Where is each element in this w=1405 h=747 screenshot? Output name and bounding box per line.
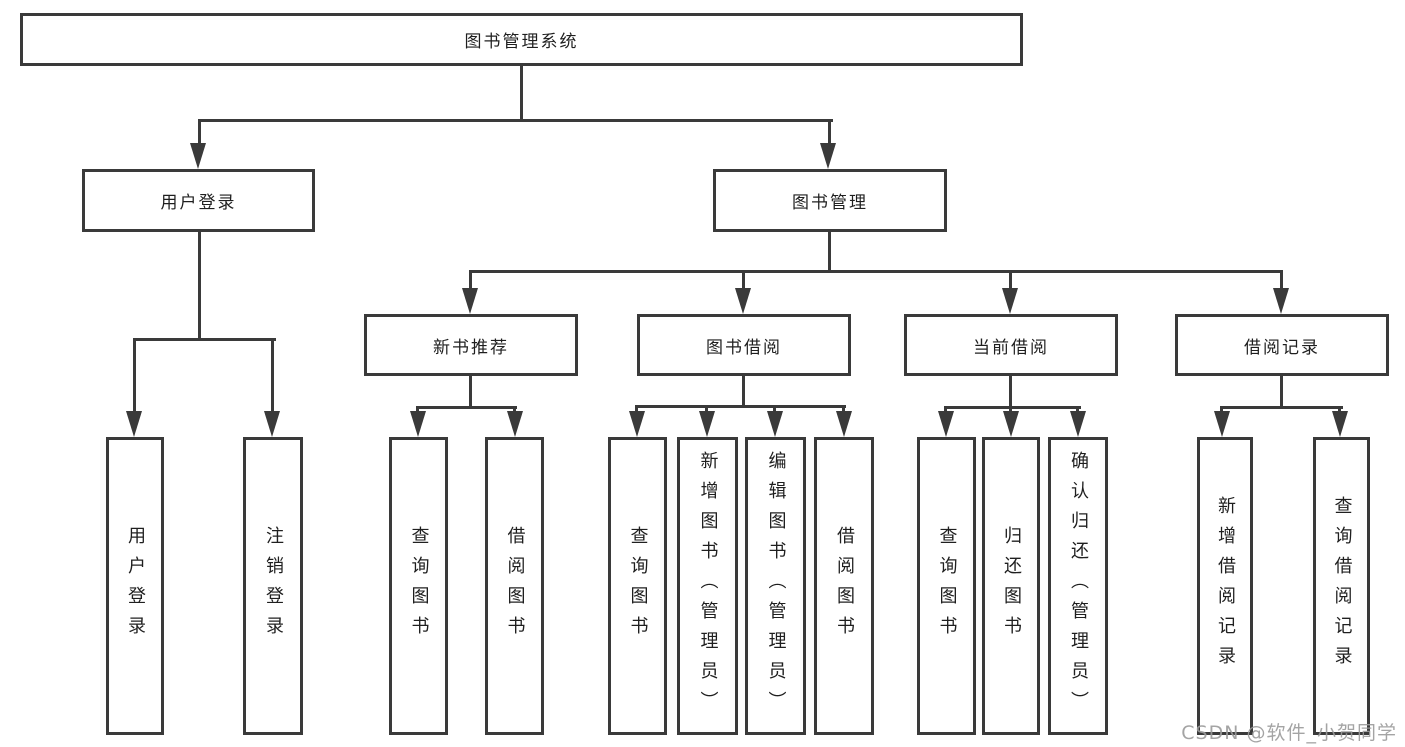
leaf-label: 确认归还（管理员）: [1068, 451, 1089, 721]
connector-current-borrow-stem: [1009, 376, 1012, 409]
connector-root-stem: [520, 66, 523, 122]
connector-drop-current-borrow: [1009, 273, 1012, 290]
arrow-down-borrow-books-2: [836, 411, 852, 437]
node-borrow-records: 借阅记录: [1175, 314, 1389, 376]
connector-borrow-records-stem: [1280, 376, 1283, 409]
connector-level3-rail: [469, 270, 1283, 273]
connector-drop-borrow-books-2: [842, 408, 845, 413]
arrow-down-current-borrow: [1002, 288, 1018, 314]
leaf-user-login: 用户登录: [106, 437, 164, 735]
connector-drop-book-management: [828, 122, 831, 144]
connector-user-login-rail: [133, 338, 276, 341]
connector-drop-leaf-login: [133, 341, 136, 413]
arrow-down-return-book: [1003, 411, 1019, 437]
arrow-down-book-borrow: [735, 288, 751, 314]
leaf-logout: 注销登录: [243, 437, 303, 735]
arrow-down-borrow-books-1: [507, 411, 523, 437]
leaf-query-borrow-record: 查询借阅记录: [1313, 437, 1370, 735]
leaf-borrow-books-2: 借阅图书: [814, 437, 874, 735]
connector-new-book-rail: [416, 406, 517, 409]
leaf-query-books-1: 查询图书: [389, 437, 448, 735]
connector-drop-borrow-records: [1280, 273, 1283, 290]
connector-drop-edit-book: [773, 408, 776, 413]
leaf-query-books-3: 查询图书: [917, 437, 976, 735]
connector-drop-leaf-logout: [271, 341, 274, 413]
leaf-label: 归还图书: [1001, 526, 1022, 646]
leaf-query-books-2: 查询图书: [608, 437, 667, 735]
leaf-add-book-admin: 新增图书（管理员）: [677, 437, 738, 735]
arrow-down-leaf-logout: [264, 411, 280, 437]
arrow-down-new-book: [462, 288, 478, 314]
leaf-label: 编辑图书（管理员）: [765, 451, 787, 721]
connector-book-management-stem: [828, 232, 831, 273]
connector-drop-new-book: [469, 273, 472, 290]
connector-drop-add-book: [705, 408, 708, 413]
connector-borrow-records-rail: [1220, 406, 1343, 409]
leaf-label: 新增借阅记录: [1215, 496, 1236, 676]
leaf-confirm-return-admin: 确认归还（管理员）: [1048, 437, 1108, 735]
leaf-borrow-books-1: 借阅图书: [485, 437, 544, 735]
leaf-label: 查询图书: [627, 526, 649, 646]
connector-user-login-stem: [198, 232, 201, 341]
connector-drop-query-books-2: [635, 408, 638, 413]
arrow-down-query-record: [1332, 411, 1348, 437]
arrow-down-query-books-2: [629, 411, 645, 437]
connector-book-borrow-stem: [742, 376, 745, 408]
arrow-down-add-book: [699, 411, 715, 437]
arrow-down-leaf-login: [126, 411, 142, 437]
arrow-down-user-login: [190, 143, 206, 169]
watermark: CSDN @软件_小贺同学: [1181, 722, 1397, 744]
leaf-add-borrow-record: 新增借阅记录: [1197, 437, 1253, 735]
connector-level2-rail: [198, 119, 833, 122]
leaf-label: 查询图书: [936, 526, 958, 646]
node-user-login: 用户登录: [82, 169, 315, 232]
arrow-down-confirm-return: [1070, 411, 1086, 437]
leaf-edit-book-admin: 编辑图书（管理员）: [745, 437, 806, 735]
arrow-down-book-management: [820, 143, 836, 169]
leaf-return-book: 归还图书: [982, 437, 1040, 735]
arrow-down-query-books-1: [410, 411, 426, 437]
node-new-book-recommend: 新书推荐: [364, 314, 578, 376]
connector-book-borrow-rail: [635, 405, 846, 408]
arrow-down-borrow-records: [1273, 288, 1289, 314]
leaf-label: 查询图书: [408, 526, 430, 646]
leaf-label: 借阅图书: [504, 526, 526, 646]
arrow-down-add-record: [1214, 411, 1230, 437]
leaf-label: 借阅图书: [834, 526, 855, 646]
arrow-down-query-books-3: [938, 411, 954, 437]
connector-drop-book-borrow: [742, 273, 745, 290]
node-library-system: 图书管理系统: [20, 13, 1023, 66]
leaf-label: 查询借阅记录: [1331, 496, 1353, 676]
node-book-management: 图书管理: [713, 169, 947, 232]
leaf-label: 新增图书（管理员）: [697, 451, 719, 721]
node-current-borrow: 当前借阅: [904, 314, 1118, 376]
node-book-borrow: 图书借阅: [637, 314, 851, 376]
connector-current-borrow-rail: [944, 406, 1081, 409]
connector-drop-user-login: [198, 122, 201, 144]
leaf-label: 注销登录: [263, 526, 284, 646]
leaf-label: 用户登录: [125, 526, 146, 646]
connector-new-book-stem: [469, 376, 472, 409]
arrow-down-edit-book: [767, 411, 783, 437]
